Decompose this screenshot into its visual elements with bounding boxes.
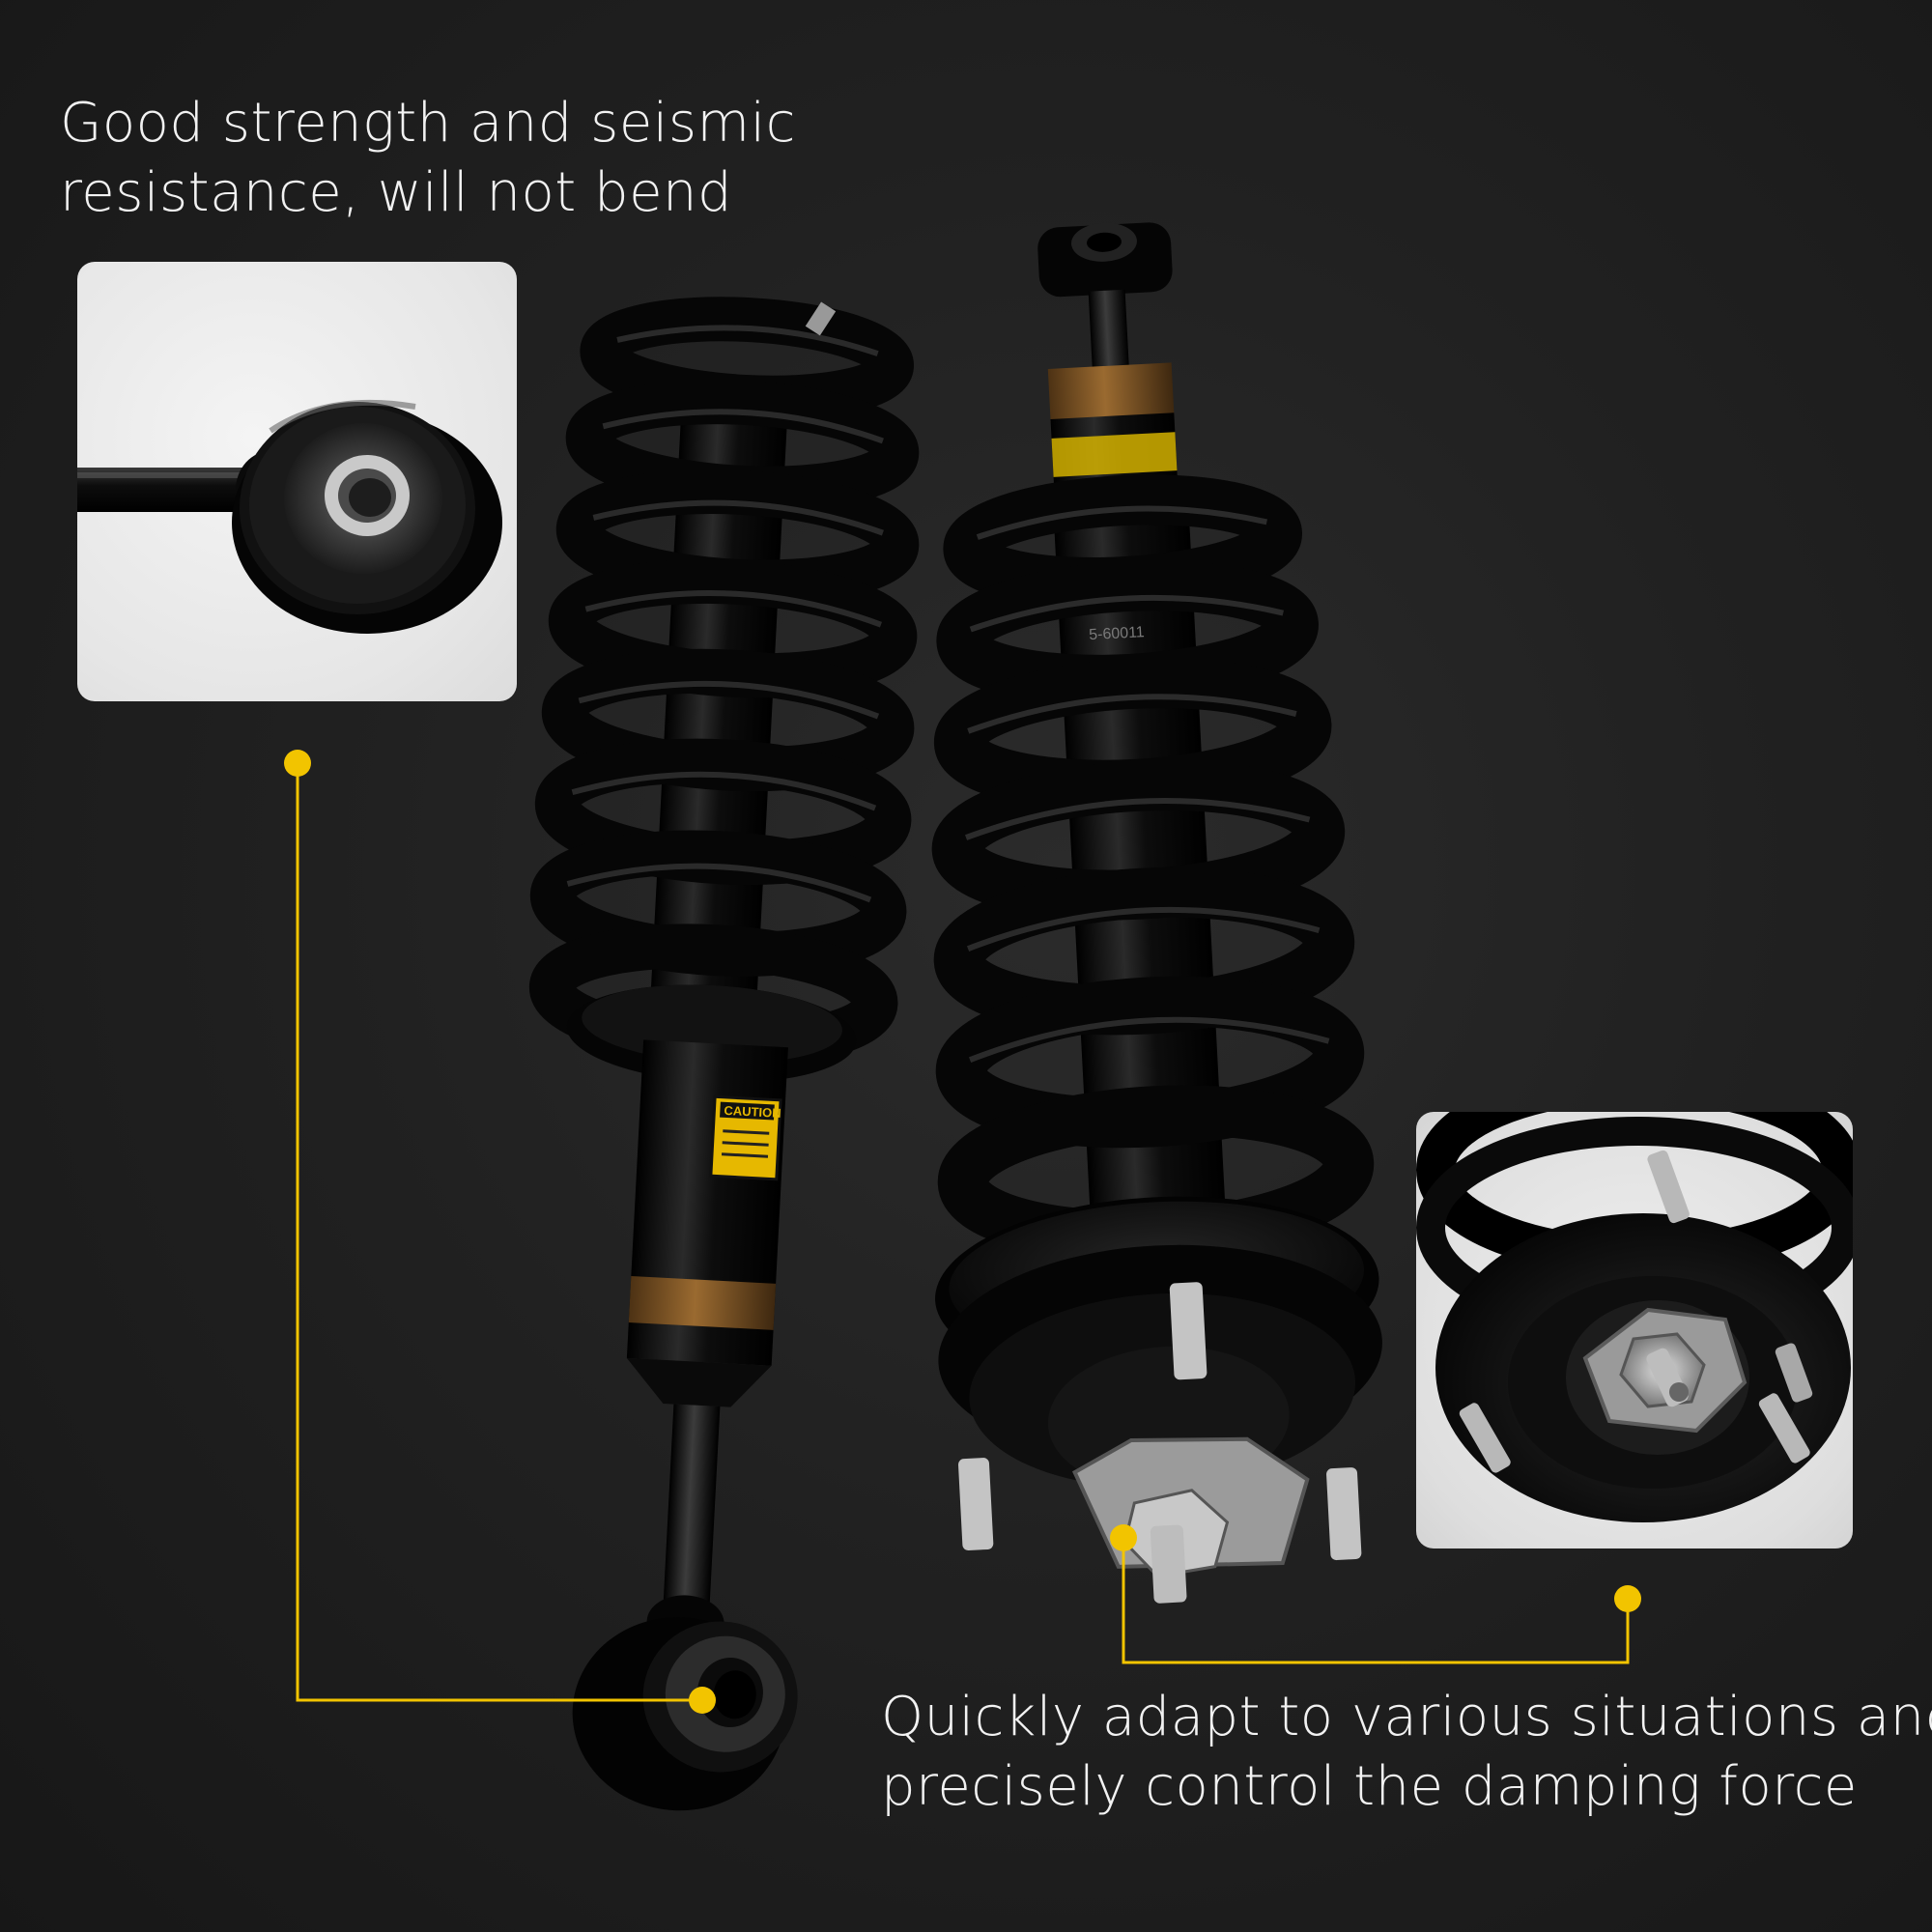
mount-stud (1647, 1150, 1690, 1224)
callout-line-top (296, 763, 702, 1702)
mount-stud (1459, 1403, 1511, 1473)
right-strut-mount-stud (958, 1458, 994, 1550)
left-strut-inner-body (646, 384, 789, 1085)
right-strut: 5-60011 (931, 222, 1382, 1604)
left-strut-piston-rod (661, 1404, 721, 1648)
callout-dot-top-start (284, 750, 311, 777)
right-strut-mount-stud (1326, 1467, 1362, 1561)
feature-caption-top: Good strength and seismic resistance, wi… (60, 89, 796, 228)
right-strut-shock-body (1050, 412, 1180, 526)
callout-line-bottom (1122, 1538, 1630, 1664)
right-strut-center-stud (1150, 1524, 1187, 1604)
feature-caption-bottom: Quickly adapt to various situations and … (881, 1683, 1932, 1822)
mount-stud (1758, 1393, 1810, 1463)
right-strut-mount-nut (1122, 1489, 1230, 1578)
feature-caption-bottom-line2: precisely control the damping force (881, 1755, 1858, 1818)
top-mount-closeup-illustration (1416, 1112, 1853, 1522)
right-strut-piston-rod (1088, 289, 1129, 369)
caution-sticker-text: CAUTION (724, 1103, 781, 1121)
callout-dot-bottom-end (1614, 1585, 1641, 1612)
feature-caption-bottom-line1: Quickly adapt to various situations and (881, 1686, 1932, 1748)
right-strut-bronze-band (1047, 362, 1175, 422)
right-strut-mount-plate (935, 1196, 1379, 1382)
feature-caption-top-line1: Good strength and seismic (60, 92, 796, 155)
feature-caption-top-line2: resistance, will not bend (60, 161, 733, 224)
left-strut-shock-body (626, 1039, 788, 1366)
bushing-detail-inset (77, 262, 517, 701)
right-strut-mount-stud (1169, 1282, 1208, 1380)
right-strut-mount-bracket (1071, 1436, 1310, 1569)
bushing-closeup-illustration (77, 399, 502, 634)
left-strut-spring (528, 297, 920, 1066)
left-strut-bottom-eye (572, 1617, 798, 1811)
top-mount-detail-inset (1416, 1112, 1853, 1548)
left-strut-spring-seat (566, 984, 857, 1083)
caution-sticker (709, 1094, 782, 1181)
callout-dot-top-end (689, 1687, 716, 1714)
callout-dot-bottom-start (1110, 1524, 1137, 1551)
right-strut-top-eye (1037, 222, 1173, 298)
left-strut: CAUTION (528, 297, 920, 1811)
spring-marking-text: 5-60011 (1089, 624, 1145, 643)
right-strut-spring (931, 474, 1375, 1262)
left-strut-bronze-band (628, 1276, 777, 1330)
